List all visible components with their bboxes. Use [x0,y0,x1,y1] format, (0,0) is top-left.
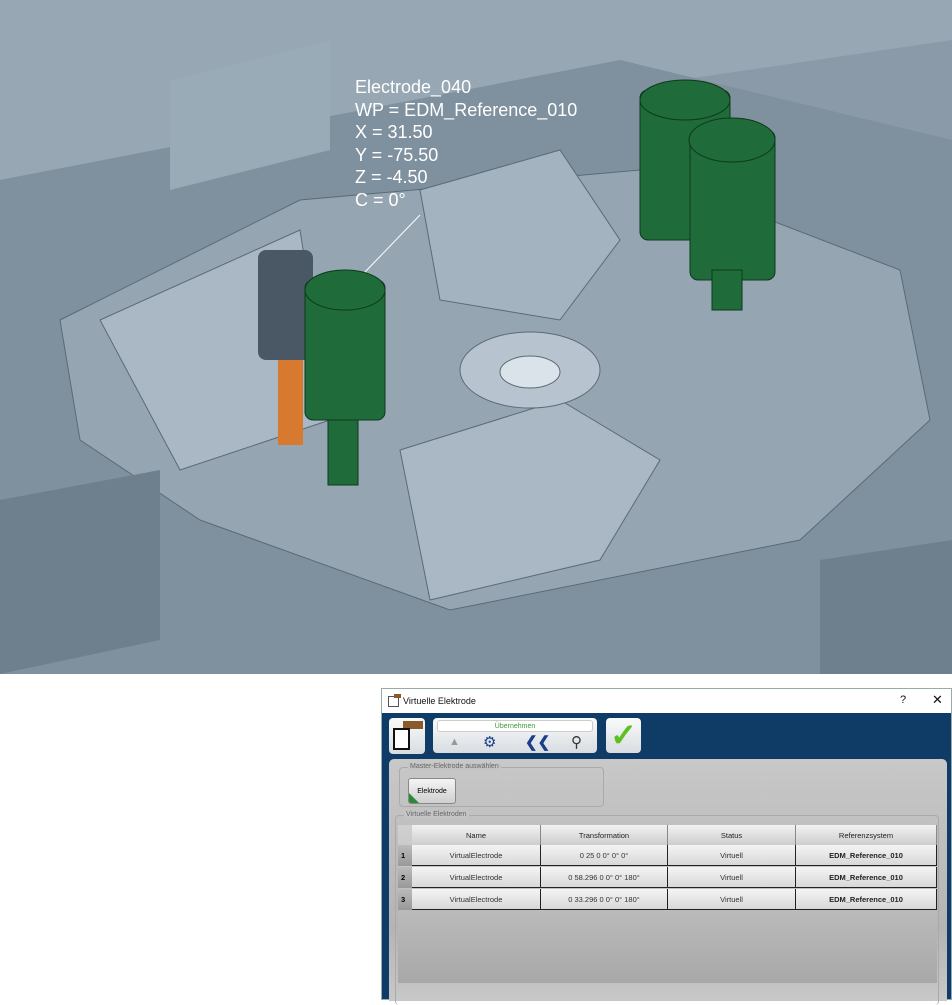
electrode-annotation: Electrode_040 WP = EDM_Reference_010 X =… [355,76,577,211]
row-number: 1 [398,845,412,866]
annotation-line: C = 0° [355,189,406,210]
virtual-electrodes-group: Virtuelle Elektroden [395,811,939,1005]
cell-name[interactable]: VirtualElectrode [412,889,541,910]
ok-button[interactable]: ✓ [606,718,641,753]
help-button[interactable]: ? [900,694,907,706]
content-panel: Master-Elektrode auswählen Elektrode Vir… [389,759,947,1005]
annotation-line: Electrode_040 [355,77,472,97]
back-icon[interactable]: ❮❮ [525,734,551,751]
column-header-transformation[interactable]: Transformation [541,825,668,846]
table-header: Name Transformation Status Referenzsyste… [398,825,937,846]
mold-model [0,0,952,674]
electrode-button[interactable]: Elektrode [408,778,456,804]
cell-transformation[interactable]: 0 25 0 0° 0° 0° [541,845,668,866]
virtual-electrode-dialog: Virtuelle Elektrode ? ✕ Übernehmen ▲ ⚙ ❮… [381,688,952,1005]
cell-reference[interactable]: EDM_Reference_010 [796,867,937,888]
cell-transformation[interactable]: 0 58.296 0 0° 0° 180° [541,867,668,888]
apply-button[interactable]: Übernehmen [437,720,593,732]
annotation-line: Y = -75.50 [355,144,439,165]
cell-name[interactable]: VirtualElectrode [412,867,541,888]
group-legend: Master-Elektrode auswählen [408,763,501,770]
title-bar: Virtuelle Elektrode ? ✕ [382,689,951,713]
dialog-title: Virtuelle Elektrode [403,696,476,706]
master-electrode-group: Master-Elektrode auswählen Elektrode [399,763,604,807]
annotation-line: Z = -4.50 [355,167,428,187]
cell-status[interactable]: Virtuell [668,845,796,866]
group-legend: Virtuelle Elektroden [404,811,469,818]
cell-status[interactable]: Virtuell [668,889,796,910]
annotation-line: X = 31.50 [355,122,433,142]
gear-icon[interactable]: ⚙ [483,734,497,751]
table-row[interactable]: 3 VirtualElectrode 0 33.296 0 0° 0° 180°… [398,889,937,910]
table-row[interactable]: 1 VirtualElectrode 0 25 0 0° 0° 0° Virtu… [398,845,937,866]
electrodes-table: Name Transformation Status Referenzsyste… [398,825,937,983]
search-icon[interactable]: ⚲ [571,734,582,751]
document-icon [393,728,410,750]
cell-reference[interactable]: EDM_Reference_010 [796,889,937,910]
electrode-icon [403,721,423,729]
row-number: 3 [398,889,412,910]
row-number: 2 [398,867,412,888]
cell-name[interactable]: VirtualElectrode [412,845,541,866]
cad-viewport[interactable]: Electrode_040 WP = EDM_Reference_010 X =… [0,0,952,674]
action-toolbar: Übernehmen ▲ ⚙ ❮❮ ⚲ [433,718,597,753]
cell-status[interactable]: Virtuell [668,867,796,888]
close-button[interactable]: ✕ [932,692,943,707]
cell-reference[interactable]: EDM_Reference_010 [796,845,937,866]
warning-icon[interactable]: ▲ [449,736,460,748]
annotation-line: WP = EDM_Reference_010 [355,99,578,120]
document-button[interactable] [389,718,425,754]
column-header-status[interactable]: Status [668,825,796,846]
app-icon [388,693,401,707]
cell-transformation[interactable]: 0 33.296 0 0° 0° 180° [541,889,668,910]
column-header-name[interactable]: Name [412,825,541,846]
table-row[interactable]: 2 VirtualElectrode 0 58.296 0 0° 0° 180°… [398,867,937,888]
column-header-reference[interactable]: Referenzsystem [796,825,937,846]
